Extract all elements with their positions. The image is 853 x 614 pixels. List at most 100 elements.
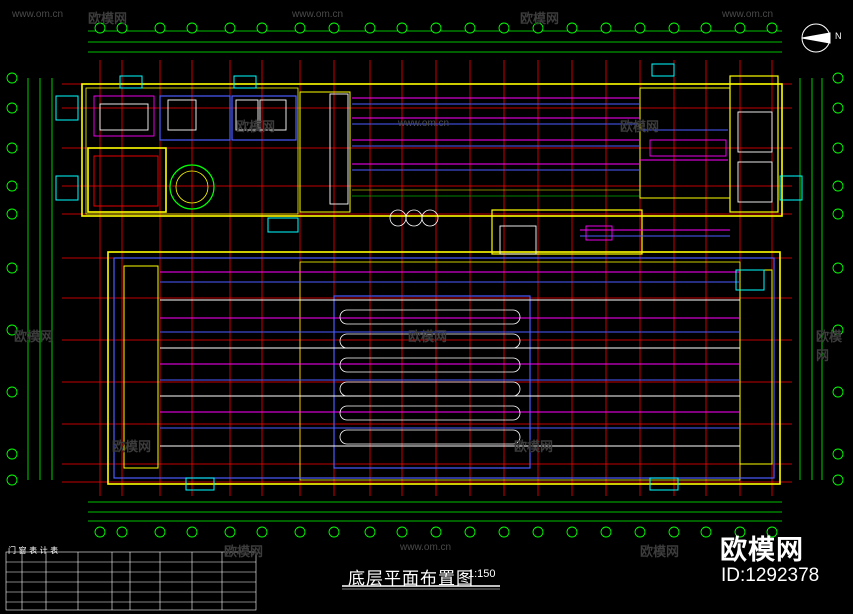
- axis-bubble: [498, 22, 510, 34]
- equipment-blocks: [93, 93, 773, 255]
- watermark-brand: 欧模网: [112, 440, 152, 455]
- axis-bubble: [186, 526, 198, 538]
- watermark-brand: 欧模网: [224, 545, 264, 560]
- axis-bubble: [566, 526, 578, 538]
- axis-bubble: [430, 526, 442, 538]
- axis-bubbles: [6, 22, 844, 538]
- axis-bubble: [6, 448, 18, 460]
- watermark-brand: 欧模网: [236, 120, 276, 135]
- axis-bubble: [256, 22, 268, 34]
- axis-bubble: [224, 22, 236, 34]
- watermark-brand: 欧模网: [816, 330, 843, 364]
- axis-bubble: [186, 22, 198, 34]
- axis-bubble: [396, 22, 408, 34]
- axis-bubble: [224, 526, 236, 538]
- axis-bubble: [832, 324, 844, 336]
- axis-bubble: [498, 526, 510, 538]
- axis-bubble: [94, 22, 106, 34]
- watermark-site: www.om.cn: [722, 9, 774, 20]
- axis-bubble: [634, 22, 646, 34]
- axis-bubble: [6, 102, 18, 114]
- axis-bubble: [832, 142, 844, 154]
- axis-bubble: [566, 22, 578, 34]
- axis-bubble: [700, 526, 712, 538]
- tank: [339, 405, 521, 421]
- brand-logo-text: 欧模网: [720, 535, 804, 566]
- axis-bubble: [464, 22, 476, 34]
- axis-bubble: [734, 526, 746, 538]
- tank-group: [339, 309, 521, 445]
- axis-bubble: [116, 526, 128, 538]
- watermark-site: www.om.cn: [12, 9, 64, 20]
- tank: [339, 309, 521, 325]
- axis-bubble: [116, 22, 128, 34]
- axis-bubble: [532, 526, 544, 538]
- axis-bubble: [328, 22, 340, 34]
- axis-bubble: [430, 22, 442, 34]
- axis-bubble: [154, 526, 166, 538]
- axis-bubble: [328, 526, 340, 538]
- axis-bubble: [600, 526, 612, 538]
- axis-bubble: [734, 22, 746, 34]
- axis-bubble: [6, 324, 18, 336]
- north-label: N: [835, 31, 842, 41]
- watermark-brand: 欧模网: [640, 545, 680, 560]
- axis-bubble: [6, 142, 18, 154]
- watermark-brand: 欧模网: [514, 440, 554, 455]
- title-underline: [342, 585, 500, 590]
- tank: [339, 429, 521, 445]
- axis-bubble: [6, 208, 18, 220]
- axis-bubble: [154, 22, 166, 34]
- upper-block-walls: [81, 75, 783, 255]
- axis-bubble: [6, 262, 18, 274]
- axis-bubble: [766, 22, 778, 34]
- axis-bubble: [700, 22, 712, 34]
- door-window-legend: [5, 551, 257, 611]
- watermark-site: www.om.cn: [292, 9, 344, 20]
- axis-bubble: [6, 72, 18, 84]
- drawing-scale: 1:150: [468, 568, 496, 580]
- axis-bubble: [6, 386, 18, 398]
- axis-bubble: [668, 526, 680, 538]
- tank: [339, 357, 521, 373]
- axis-bubble: [832, 386, 844, 398]
- axis-bubble: [832, 180, 844, 192]
- axis-bubble: [256, 526, 268, 538]
- axis-bubble: [634, 526, 646, 538]
- watermark-brand: 欧模网: [408, 330, 448, 345]
- axis-bubble: [668, 22, 680, 34]
- axis-bubble: [364, 526, 376, 538]
- axis-bubble: [6, 474, 18, 486]
- axis-bubble: [766, 526, 778, 538]
- axis-bubble: [832, 448, 844, 460]
- watermark-brand: 欧模网: [88, 12, 128, 27]
- right-dimension-lines: [799, 78, 823, 480]
- axis-bubble: [832, 208, 844, 220]
- axis-bubble: [364, 22, 376, 34]
- axis-bubble: [396, 526, 408, 538]
- axis-bubble: [294, 22, 306, 34]
- axis-bubble: [832, 262, 844, 274]
- drawing-title: 底层平面布置图: [348, 569, 474, 589]
- axis-bubble: [532, 22, 544, 34]
- watermark-site: www.om.cn: [398, 118, 450, 129]
- tank: [339, 333, 521, 349]
- north-arrow: [801, 23, 831, 53]
- axis-bubble: [832, 102, 844, 114]
- door-openings: [55, 63, 803, 491]
- watermark-brand: 欧模网: [14, 330, 54, 345]
- left-dimension-lines: [27, 78, 53, 480]
- axis-bubble: [464, 526, 476, 538]
- axis-bubble: [6, 180, 18, 192]
- axis-bubble: [294, 526, 306, 538]
- axis-bubble: [600, 22, 612, 34]
- axis-bubble: [94, 526, 106, 538]
- watermark-site: www.om.cn: [400, 542, 452, 553]
- brand-id: ID:1292378: [721, 565, 820, 586]
- upper-pipelines: [352, 97, 730, 237]
- watermark-brand: 欧模网: [520, 12, 560, 27]
- axis-bubble: [832, 474, 844, 486]
- bottom-dimension-lines: [88, 501, 782, 522]
- circular-tank: [169, 164, 439, 227]
